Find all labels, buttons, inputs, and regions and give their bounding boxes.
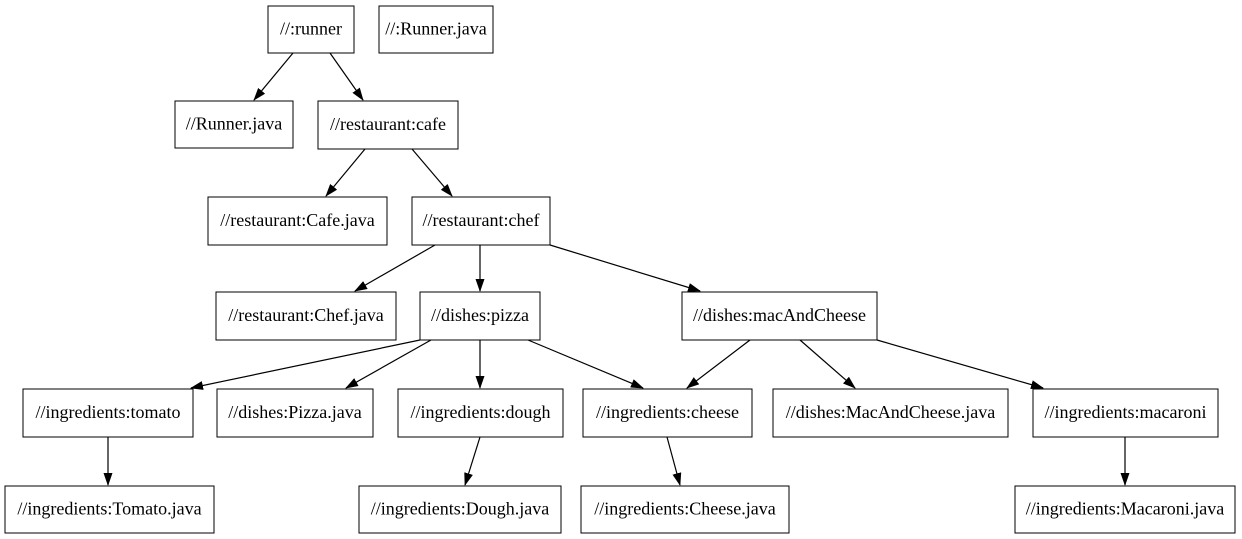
graph-node-cafe-java: //restaurant:Cafe.java	[207, 196, 388, 246]
node-box-macandcheese	[681, 291, 878, 341]
graph-node-tomato-java: //ingredients:Tomato.java	[4, 485, 215, 534]
node-box-runner	[267, 5, 355, 54]
graph-node-macandcheese: //dishes:macAndCheese	[681, 291, 878, 341]
graph-node-chef: //restaurant:chef	[411, 196, 551, 246]
node-box-tomato	[22, 388, 194, 438]
node-box-pizza	[419, 291, 541, 341]
node-box-macandcheese-java	[772, 388, 1009, 438]
edge-macandcheese-to-cheese	[686, 339, 751, 389]
graph-node-chef-java: //restaurant:Chef.java	[215, 291, 397, 341]
graph-node-macandcheese-java: //dishes:MacAndCheese.java	[772, 388, 1009, 438]
node-box-pizza-java	[216, 388, 374, 438]
graph-node-macaroni-java: //ingredients:Macaroni.java	[1014, 485, 1236, 534]
graph-node-dough-java: //ingredients:Dough.java	[358, 485, 562, 534]
node-label-cafe-java: //restaurant:Cafe.java	[220, 210, 374, 230]
graph-node-cheese: //ingredients:cheese	[582, 388, 753, 438]
edge-macandcheese-to-macandcheese-java	[799, 339, 856, 389]
node-label-chef-java: //restaurant:Chef.java	[228, 305, 383, 325]
node-box-dough-java	[358, 485, 562, 534]
node-label-pizza-java: //dishes:Pizza.java	[228, 402, 361, 422]
graph-node-dough: //ingredients:dough	[397, 388, 564, 438]
node-box-cheese-java	[580, 485, 790, 534]
edge-cafe-to-chef	[411, 148, 453, 197]
node-label-dough: //ingredients:dough	[411, 402, 551, 422]
edge-cafe-to-cafe-java	[325, 148, 366, 197]
nodes-layer: //:runner //:Runner.java //Runner.java //re…	[4, 5, 1236, 534]
graph-node-cafe: //restaurant:cafe	[317, 100, 459, 150]
node-box-cafe-java	[207, 196, 388, 246]
node-box-tomato-java	[4, 485, 215, 534]
edge-pizza-to-pizza-java	[345, 339, 432, 389]
node-label-runner-java-file: //:Runner.java	[385, 19, 486, 39]
node-box-dough	[397, 388, 564, 438]
node-label-runner-java: //Runner.java	[186, 114, 282, 134]
graph-node-runner-java-file: //:Runner.java	[378, 5, 494, 54]
node-label-cafe: //restaurant:cafe	[330, 114, 446, 134]
node-label-macandcheese-java: //dishes:MacAndCheese.java	[786, 402, 995, 422]
node-label-macandcheese: //dishes:macAndCheese	[693, 305, 866, 325]
node-label-macaroni-java: //ingredients:Macaroni.java	[1026, 499, 1224, 519]
edge-dough-to-dough-java	[464, 436, 481, 486]
node-label-cheese: //ingredients:cheese	[596, 402, 739, 422]
node-box-runner-java	[174, 100, 294, 149]
edge-pizza-to-cheese	[527, 339, 644, 389]
node-box-macaroni	[1032, 388, 1219, 438]
graph-node-runner-java: //Runner.java	[174, 100, 294, 149]
node-box-chef-java	[215, 291, 397, 341]
node-label-tomato: //ingredients:tomato	[36, 402, 181, 422]
node-box-macaroni-java	[1014, 485, 1236, 534]
node-label-chef: //restaurant:chef	[423, 210, 540, 230]
edge-chef-to-macandcheese	[549, 244, 701, 292]
node-label-tomato-java: //ingredients:Tomato.java	[17, 499, 201, 519]
node-box-cheese	[582, 388, 753, 438]
graph-node-pizza: //dishes:pizza	[419, 291, 541, 341]
node-label-macaroni: //ingredients:macaroni	[1045, 402, 1207, 422]
node-label-cheese-java: //ingredients:Cheese.java	[594, 499, 775, 519]
node-label-dough-java: //ingredients:Dough.java	[371, 499, 549, 519]
node-label-runner: //:runner	[280, 19, 342, 39]
node-box-chef	[411, 196, 551, 246]
node-box-cafe	[317, 100, 459, 150]
graph-node-tomato: //ingredients:tomato	[22, 388, 194, 438]
edge-pizza-to-tomato	[190, 339, 421, 390]
graph-node-cheese-java: //ingredients:Cheese.java	[580, 485, 790, 534]
graph-node-macaroni: //ingredients:macaroni	[1032, 388, 1219, 438]
edge-runner-to-runner-java	[253, 52, 294, 101]
edges-layer	[103, 52, 1130, 486]
edge-macandcheese-to-macaroni	[876, 339, 1044, 389]
graph-node-runner: //:runner	[267, 5, 355, 54]
edge-chef-to-chef-java	[354, 244, 436, 292]
edge-cheese-to-cheese-java	[666, 436, 682, 486]
edge-runner-to-cafe	[329, 52, 364, 101]
node-box-runner-java-file	[378, 5, 494, 54]
graph-node-pizza-java: //dishes:Pizza.java	[216, 388, 374, 438]
node-label-pizza: //dishes:pizza	[431, 305, 529, 325]
